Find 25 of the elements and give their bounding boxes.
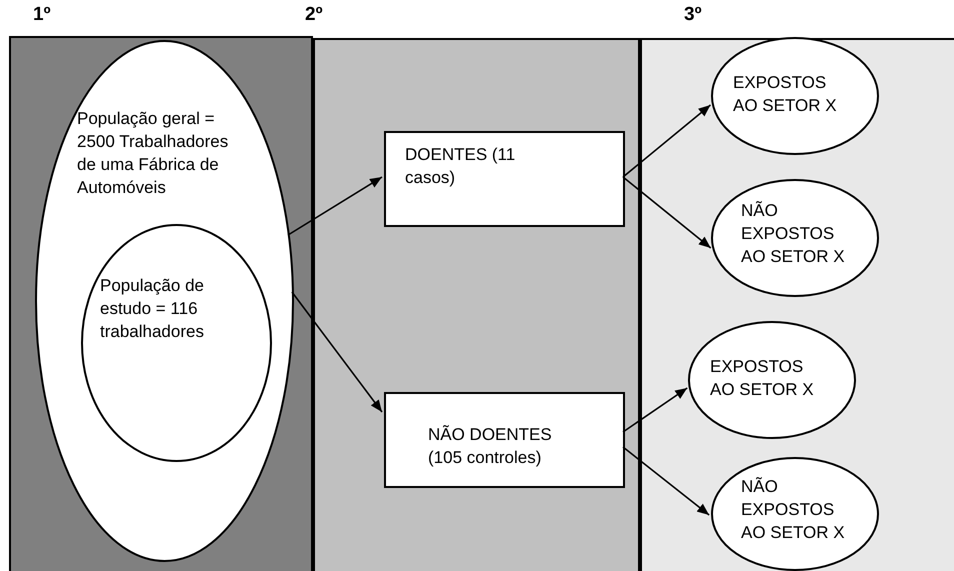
node-label: DOENTES (11 casos) [405, 144, 516, 189]
population-ellipse [81, 224, 272, 462]
exposure-ellipse [711, 179, 879, 297]
arrow [622, 104, 711, 178]
stage-heading: 1º [33, 4, 51, 26]
node-label: EXPOSTOS AO SETOR X [733, 72, 838, 117]
node-label: NÃO DOENTES (105 controles) [428, 424, 553, 469]
node-label: NÃO EXPOSTOS AO SETOR X [741, 200, 846, 268]
arrow [622, 387, 688, 433]
arrow [288, 176, 382, 236]
node-label: NÃO EXPOSTOS AO SETOR X [741, 476, 846, 544]
stage-heading: 2º [305, 4, 323, 26]
arrow [622, 176, 712, 249]
stage-heading: 3º [684, 4, 702, 26]
exposure-ellipse [711, 457, 879, 571]
exposure-ellipse [688, 321, 856, 439]
population-ellipse [35, 40, 294, 562]
arrow [622, 446, 710, 516]
arrow [291, 292, 383, 412]
group-box [384, 392, 625, 488]
group-box [384, 131, 625, 227]
exposure-ellipse [711, 37, 879, 155]
node-label: População de estudo = 116 trabalhadores [100, 275, 205, 343]
node-label: População geral = 2500 Trabalhadores de uma Fábrica de Automóveis [77, 108, 229, 199]
node-label: EXPOSTOS AO SETOR X [710, 356, 815, 401]
